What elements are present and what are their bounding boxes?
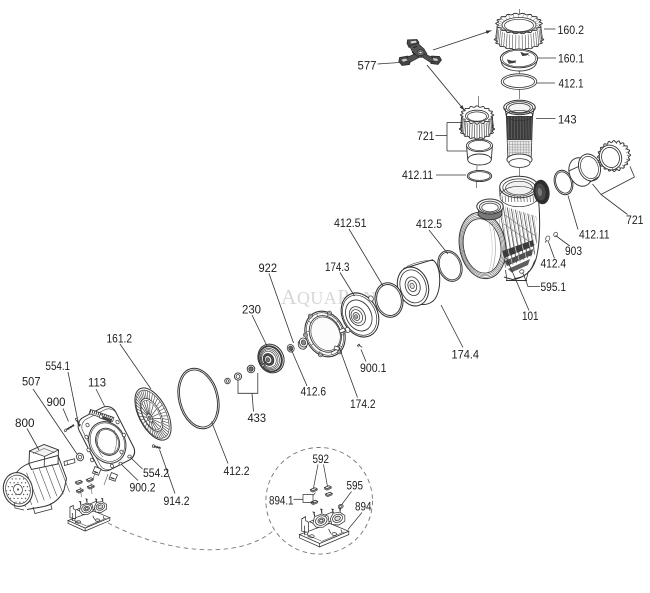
svg-text:160.1: 160.1 (558, 51, 584, 65)
svg-text:174.3: 174.3 (325, 260, 350, 274)
svg-text:412.11: 412.11 (402, 168, 433, 182)
svg-text:894.1: 894.1 (269, 493, 294, 507)
svg-text:174.2: 174.2 (350, 397, 376, 411)
svg-text:101: 101 (522, 309, 539, 323)
svg-text:922: 922 (259, 261, 278, 275)
svg-text:161.2: 161.2 (107, 331, 133, 345)
svg-text:721: 721 (626, 213, 644, 227)
svg-text:412.6: 412.6 (301, 384, 327, 398)
svg-text:412.2: 412.2 (224, 464, 250, 478)
svg-text:412.1: 412.1 (559, 76, 584, 90)
svg-text:554.1: 554.1 (46, 359, 71, 373)
svg-text:595.1: 595.1 (541, 280, 567, 294)
svg-text:554.2: 554.2 (143, 466, 169, 480)
svg-text:412.5: 412.5 (416, 217, 442, 231)
svg-text:577: 577 (358, 58, 377, 72)
svg-text:894: 894 (355, 499, 372, 513)
svg-text:433: 433 (248, 411, 267, 425)
svg-text:230: 230 (242, 302, 261, 316)
svg-text:900.2: 900.2 (130, 480, 156, 494)
svg-text:800: 800 (15, 416, 35, 430)
svg-text:900.1: 900.1 (360, 361, 387, 375)
svg-text:507: 507 (22, 374, 41, 388)
svg-text:412.51: 412.51 (334, 216, 367, 230)
svg-text:113: 113 (88, 375, 106, 389)
svg-text:412.4: 412.4 (541, 256, 567, 270)
svg-text:160.2: 160.2 (558, 23, 585, 37)
svg-text:412.11: 412.11 (579, 227, 610, 241)
svg-text:174.4: 174.4 (452, 347, 480, 361)
svg-text:903: 903 (565, 244, 582, 258)
svg-text:595: 595 (347, 478, 364, 492)
svg-text:143: 143 (558, 112, 577, 126)
svg-text:721: 721 (417, 129, 435, 143)
svg-text:914.2: 914.2 (164, 494, 190, 508)
svg-text:592: 592 (313, 452, 330, 466)
svg-text:900: 900 (47, 395, 66, 409)
